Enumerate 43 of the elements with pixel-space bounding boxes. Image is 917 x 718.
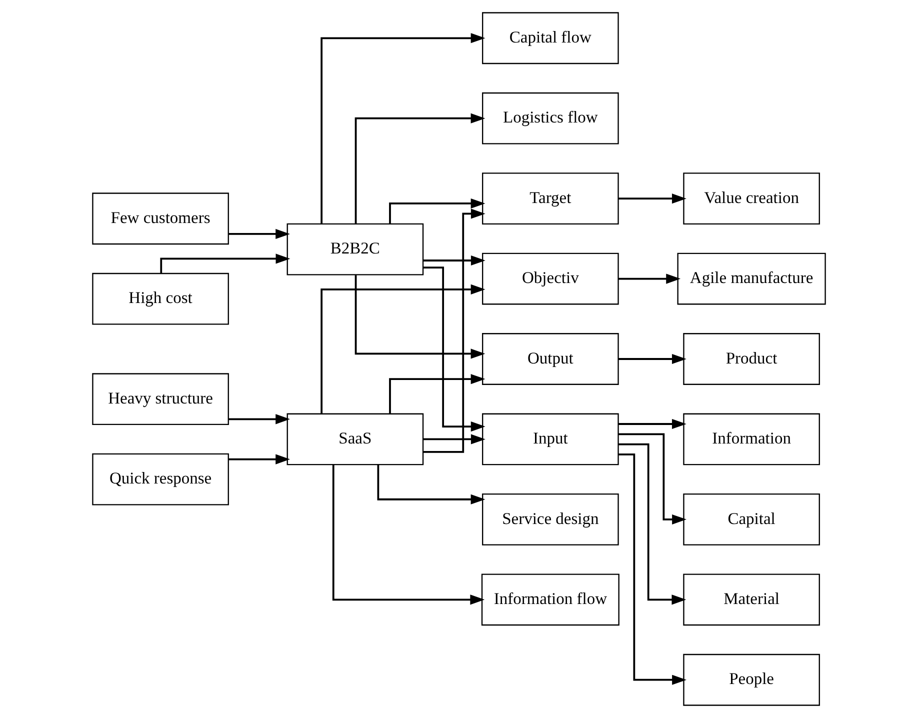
node-box: Objectiv [482, 252, 618, 305]
arrow [354, 113, 485, 224]
arrow [618, 454, 686, 685]
arrow [618, 418, 686, 430]
node-box: SaaS [286, 413, 424, 466]
arrow [618, 433, 686, 524]
arrow [618, 194, 686, 204]
node-box: Product [682, 333, 820, 385]
arrow [422, 266, 485, 432]
arrow [376, 464, 485, 504]
arrow [618, 354, 686, 364]
arrow [422, 255, 485, 266]
node-box: Capital flow [482, 12, 618, 64]
node-box: Heavy structure [92, 373, 228, 426]
arrow [320, 33, 485, 224]
node-box: Output [482, 333, 618, 385]
arrow [618, 274, 680, 284]
arrow [618, 443, 686, 605]
node-box: B2B2C [286, 223, 424, 276]
arrow [228, 228, 290, 239]
node-box: Input [482, 413, 618, 466]
arrow [354, 275, 485, 359]
node-box: Service design [482, 493, 618, 546]
node-box: Target [482, 172, 618, 225]
arrow [422, 434, 485, 444]
node-box: Quick response [92, 453, 228, 506]
arrow [320, 284, 485, 414]
arrow [228, 414, 290, 424]
arrow [422, 208, 485, 453]
arrow [332, 464, 484, 605]
node-box: People [682, 654, 820, 706]
node-box: Agile manufacture [676, 252, 826, 305]
node-box: Capital [682, 493, 820, 546]
node-box: High cost [92, 272, 228, 325]
node-box: Value creation [682, 172, 820, 225]
arrow [388, 198, 485, 224]
node-box: Material [682, 574, 820, 626]
node-box: Few customers [92, 192, 228, 245]
arrow [388, 374, 485, 414]
node-box: Logistics flow [482, 92, 618, 144]
node-box: Information flow [480, 574, 619, 626]
arrow [228, 454, 290, 464]
node-box: Information [682, 413, 820, 466]
